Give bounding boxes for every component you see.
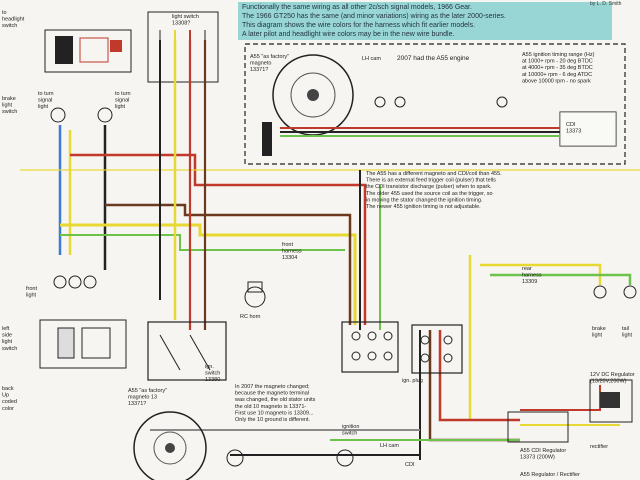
left-panel xyxy=(44,29,132,73)
label-magneto-note: In 2007 the magneto changed;because the … xyxy=(234,384,316,423)
label-bot-right: 12V DC Regulator(13/20V,200W) xyxy=(590,372,635,385)
label-note-mid: The A55 has a different magneto and CDI/… xyxy=(366,171,502,210)
label-rec-note: rectifier xyxy=(590,444,608,450)
header-line-2: The 1966 GT250 has the same (and minor v… xyxy=(242,13,506,20)
header-corner: by L. D. Smith xyxy=(590,1,622,7)
header-line-4: A later pilot and headlight wire colors … xyxy=(242,31,455,38)
label-engine-title: 2007 had the A55 engine xyxy=(397,55,470,62)
header-line-1: Functionally the same wiring as all othe… xyxy=(242,4,472,11)
main-wires xyxy=(20,40,640,460)
label-lh-cam: LH cam xyxy=(362,56,381,62)
label-bot-1: CDI xyxy=(405,462,415,468)
header-text: Functionally the same wiring as all othe… xyxy=(242,3,608,39)
header-banner xyxy=(238,2,612,40)
components xyxy=(39,107,637,480)
engine-box xyxy=(244,43,626,165)
label-rc-horn: RC horn xyxy=(240,314,260,320)
label-plug: ign. plug xyxy=(402,378,423,384)
header-line-3: This diagram shows the wire colors for t… xyxy=(242,22,476,29)
label-bottom-center: LH cam xyxy=(380,443,399,449)
label-reg-note: A55 Regulator / Rectifier xyxy=(520,472,580,478)
label-timing: A55 ignition timing range (Hz)at 1000+ r… xyxy=(522,52,595,84)
